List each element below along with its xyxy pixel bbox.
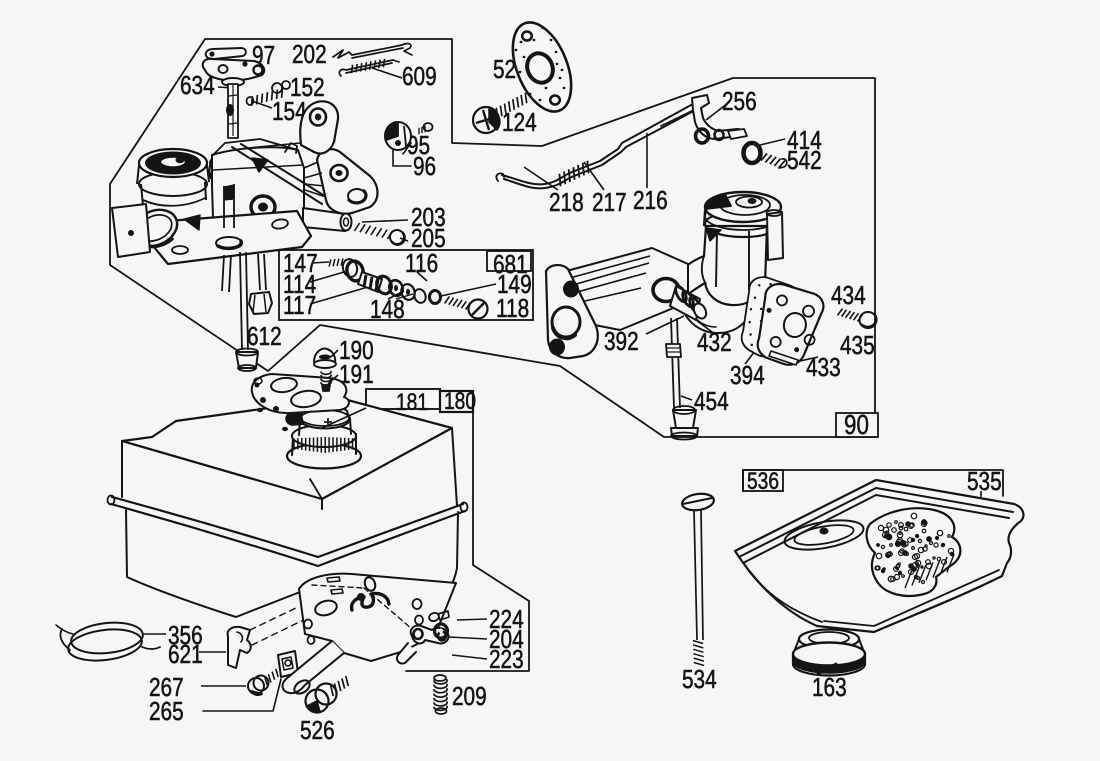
svg-text:204: 204 xyxy=(489,625,524,654)
svg-text:117: 117 xyxy=(283,291,316,320)
svg-text:621: 621 xyxy=(168,640,203,669)
svg-text:90: 90 xyxy=(844,410,869,441)
svg-text:267: 267 xyxy=(149,673,184,702)
svg-text:434: 434 xyxy=(831,281,866,310)
svg-text:203: 203 xyxy=(411,203,446,232)
svg-text:454: 454 xyxy=(694,387,729,416)
svg-text:209: 209 xyxy=(452,682,487,711)
svg-text:180: 180 xyxy=(444,387,476,415)
svg-text:205: 205 xyxy=(411,224,446,253)
svg-text:265: 265 xyxy=(149,697,184,726)
svg-text:190: 190 xyxy=(339,336,374,365)
svg-text:218: 218 xyxy=(549,188,584,217)
svg-text:148: 148 xyxy=(370,295,405,324)
svg-text:96: 96 xyxy=(413,152,436,181)
svg-text:124: 124 xyxy=(502,108,537,137)
svg-text:223: 223 xyxy=(489,645,524,674)
svg-text:394: 394 xyxy=(730,361,765,390)
svg-text:202: 202 xyxy=(292,40,327,69)
svg-text:152: 152 xyxy=(290,73,325,102)
svg-text:392: 392 xyxy=(604,327,639,356)
svg-text:542: 542 xyxy=(787,146,822,175)
svg-text:149: 149 xyxy=(497,270,532,299)
svg-text:612: 612 xyxy=(247,322,282,351)
svg-text:116: 116 xyxy=(405,249,438,278)
svg-text:118: 118 xyxy=(496,294,529,323)
svg-text:224: 224 xyxy=(489,605,524,634)
svg-text:535: 535 xyxy=(967,467,1002,496)
svg-text:526: 526 xyxy=(300,716,335,745)
svg-text:52: 52 xyxy=(493,55,516,84)
svg-text:114: 114 xyxy=(283,270,316,299)
svg-text:256: 256 xyxy=(722,87,757,116)
svg-text:217: 217 xyxy=(592,188,627,217)
svg-text:681: 681 xyxy=(493,250,528,279)
svg-text:356: 356 xyxy=(168,621,203,650)
svg-text:433: 433 xyxy=(806,353,841,382)
svg-text:414: 414 xyxy=(787,126,822,155)
svg-text:609: 609 xyxy=(402,62,437,91)
svg-text:216: 216 xyxy=(633,186,668,215)
svg-text:181: 181 xyxy=(396,388,428,416)
svg-text:95: 95 xyxy=(407,131,430,160)
svg-text:435: 435 xyxy=(840,331,875,360)
svg-text:147: 147 xyxy=(283,249,318,278)
svg-text:163: 163 xyxy=(812,673,847,702)
svg-text:536: 536 xyxy=(747,467,779,495)
svg-text:534: 534 xyxy=(682,665,717,694)
